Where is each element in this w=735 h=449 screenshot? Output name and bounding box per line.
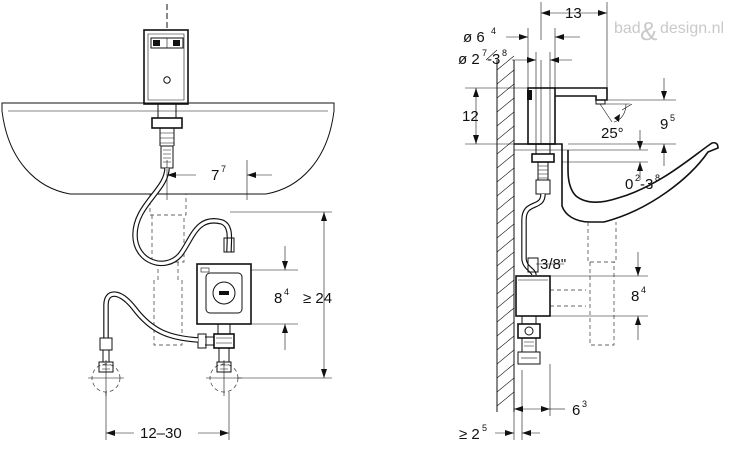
dim-6-4: ø 6 4: [463, 26, 580, 88]
label-0-2: 0: [625, 176, 633, 193]
wall-connections: [88, 360, 242, 396]
label-12: 12: [462, 108, 479, 125]
watermark-left: bad: [614, 20, 641, 37]
label-13: 13: [565, 5, 582, 22]
hose-upper: [132, 167, 235, 267]
label-2-7: ø 2: [458, 51, 480, 68]
label-0-2-sup1: 2: [635, 173, 640, 183]
dim-24: ≥ 24: [230, 211, 332, 379]
label-6-4: ø 6: [463, 29, 485, 46]
control-box-side: [515, 275, 551, 365]
faucet-body: [143, 4, 189, 105]
label-2-7-mid: -3: [487, 51, 500, 68]
angle-valve: [197, 323, 235, 363]
label-9-5-sup: 5: [670, 113, 675, 123]
dim-13: 13: [540, 2, 608, 88]
label-3-8-inch: 3/8": [540, 256, 566, 273]
label-9-5: 9: [660, 116, 668, 133]
label-24: ≥ 24: [303, 290, 332, 307]
dim-12-30: 12–30: [105, 392, 230, 442]
label-6-3: 6: [572, 402, 580, 419]
label-6-4-sup: 4: [491, 26, 496, 36]
dim-2-7-3-8: ø 2 7 -3 8: [458, 48, 572, 144]
dim-7-7: 7 7: [166, 160, 272, 200]
label-8-4-front: 8: [274, 290, 282, 307]
dim-8-4-side: 8 4: [550, 252, 648, 340]
hose-supply: [99, 291, 199, 362]
control-box-front: [196, 263, 252, 325]
dim-3-8-inch: 3/8": [536, 256, 566, 273]
watermark-ampersand: &: [640, 16, 657, 46]
front-view: 7 7 8 4 ≥ 24: [1, 4, 335, 442]
wall-hatched: [485, 49, 515, 412]
side-stud: [521, 143, 555, 276]
label-0-2-mid: -3: [640, 176, 653, 193]
label-25-degree: 25°: [601, 125, 624, 142]
watermark: bad & design.nl: [614, 16, 724, 46]
dim-9-5: 9 5: [568, 78, 676, 166]
faucet-side: [527, 60, 608, 145]
dim-0-2-3-8: 0 2 -3 8: [562, 130, 660, 193]
label-2-5: ≥ 2: [459, 426, 480, 443]
label-6-3-sup: 3: [582, 399, 587, 409]
side-siphon-hidden: [550, 222, 617, 346]
dim-12: 12: [462, 87, 528, 145]
washbasin-section: [514, 141, 719, 223]
watermark-right: design.nl: [660, 20, 724, 37]
label-7-7: 7: [211, 167, 219, 184]
siphon-hidden: [149, 194, 187, 346]
washbasin-outline: [1, 102, 335, 195]
dim-8-4-front: 8 4: [251, 246, 298, 350]
label-0-2-sup2: 8: [655, 173, 660, 183]
label-8-4-front-sup: 4: [284, 287, 289, 297]
dim-2-5: ≥ 2 5: [459, 370, 540, 443]
label-2-5-sup: 5: [482, 423, 487, 433]
label-8-4-side: 8: [631, 288, 639, 305]
label-2-7-sup1: 7: [482, 48, 487, 58]
side-view: 13 ø 6 4 ø 2 7 -3 8: [458, 2, 719, 443]
dim-6-3: 6 3: [514, 364, 587, 419]
label-7-7-sup: 7: [221, 164, 226, 174]
dim-25-degree: 25°: [599, 103, 633, 142]
label-12-30: 12–30: [140, 425, 182, 442]
label-8-4-side-sup: 4: [641, 285, 646, 295]
label-2-7-sup2: 8: [502, 48, 507, 58]
mounting-stud: [151, 103, 183, 169]
